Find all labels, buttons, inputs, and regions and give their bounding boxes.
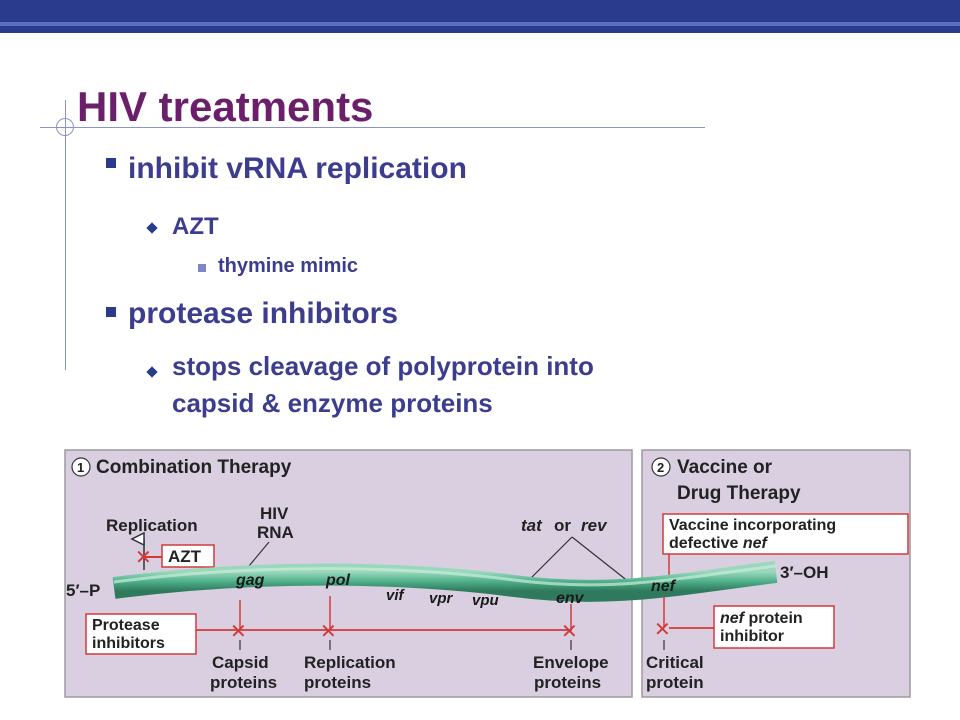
step-2-number: 2 <box>657 460 664 475</box>
step-1-number: 1 <box>77 460 84 475</box>
bullet-thymine-mimic: thymine mimic <box>218 255 359 277</box>
azt-box <box>161 544 215 568</box>
protease-line1: Protease <box>92 617 160 634</box>
gene-vpr: vpr <box>429 590 454 607</box>
label-3prime: 3′–OH <box>780 563 829 582</box>
label-replication: Replication <box>106 516 198 535</box>
vaccine-line2: defective nef <box>669 535 768 552</box>
gene-nef: nef <box>651 578 677 595</box>
gene-pol: pol <box>325 572 351 589</box>
title-rule <box>40 127 705 128</box>
label-hiv: HIV <box>260 504 289 523</box>
bullet-stops-cleavage-line2: capsid & enzyme proteins <box>172 388 493 418</box>
panel2-title-line1: Vaccine or <box>677 457 773 478</box>
bullet-protease-inhibitors: protease inhibitors <box>128 297 399 330</box>
label-rev: rev <box>581 516 608 535</box>
x-mark-capsid: ✕ <box>230 621 247 643</box>
crosshair-circle <box>56 118 74 136</box>
bullet-azt: AZT <box>172 213 219 240</box>
label-azt: AZT <box>168 547 202 566</box>
vaccine-box <box>662 513 909 555</box>
diamond-bullet-icon <box>146 222 158 234</box>
x-mark-critical: ✕ <box>654 619 671 641</box>
envelope-line1: Envelope <box>533 653 609 672</box>
capsid-line1: Capsid <box>212 653 269 672</box>
bullet-stops-cleavage-line1: stops cleavage of polyprotein into <box>172 351 594 381</box>
bullet-inhibit-replication: inhibit vRNA replication <box>128 152 467 185</box>
tat-pointer-right <box>571 536 630 583</box>
left-rule <box>65 100 66 370</box>
step-1-badge <box>71 457 91 477</box>
rna-strand <box>112 561 778 602</box>
diamond-bullet-icon <box>146 366 158 378</box>
gene-vpu: vpu <box>472 592 499 609</box>
rna-strand-highlight <box>113 564 777 587</box>
square-bullet-small-icon <box>198 264 206 272</box>
critical-line2: protein <box>646 673 704 692</box>
label-rna: RNA <box>257 523 294 542</box>
nef-inhibitor-line2: inhibitor <box>720 628 784 645</box>
gene-gag: gag <box>235 572 265 589</box>
azt-x-mark: ✕ <box>135 547 152 569</box>
protease-line2: inhibitors <box>92 635 165 652</box>
label-5prime: 5′–P <box>66 581 100 600</box>
nef-inhibitor-box <box>713 605 835 649</box>
step-2-badge <box>651 457 671 477</box>
label-tat: tat <box>521 516 543 535</box>
panel1-title: Combination Therapy <box>96 457 292 478</box>
gene-env: env <box>556 590 585 607</box>
critical-line1: Critical <box>646 653 704 672</box>
hiv-therapy-figure: 1 Combination Therapy 2 Vaccine or Drug … <box>64 449 911 698</box>
square-bullet-icon <box>106 158 116 168</box>
square-bullet-icon <box>106 307 116 317</box>
top-banner <box>0 0 960 33</box>
capsid-line2: proteins <box>210 673 277 692</box>
x-mark-replication: ✕ <box>320 621 337 643</box>
gene-vif: vif <box>386 587 406 604</box>
panel2-title-line2: Drug Therapy <box>677 483 801 504</box>
vaccine-line1: Vaccine incorporating <box>669 517 836 534</box>
x-mark-envelope: ✕ <box>561 621 578 643</box>
replication-proteins-line2: proteins <box>304 673 371 692</box>
envelope-line2: proteins <box>534 673 601 692</box>
nef-inhibitor-line1: nef protein <box>720 610 803 627</box>
slide-title: HIV treatments <box>77 83 374 130</box>
replication-proteins-line1: Replication <box>304 653 396 672</box>
protease-box <box>85 613 197 655</box>
banner-stripe <box>0 22 960 26</box>
label-or: or <box>554 516 571 535</box>
